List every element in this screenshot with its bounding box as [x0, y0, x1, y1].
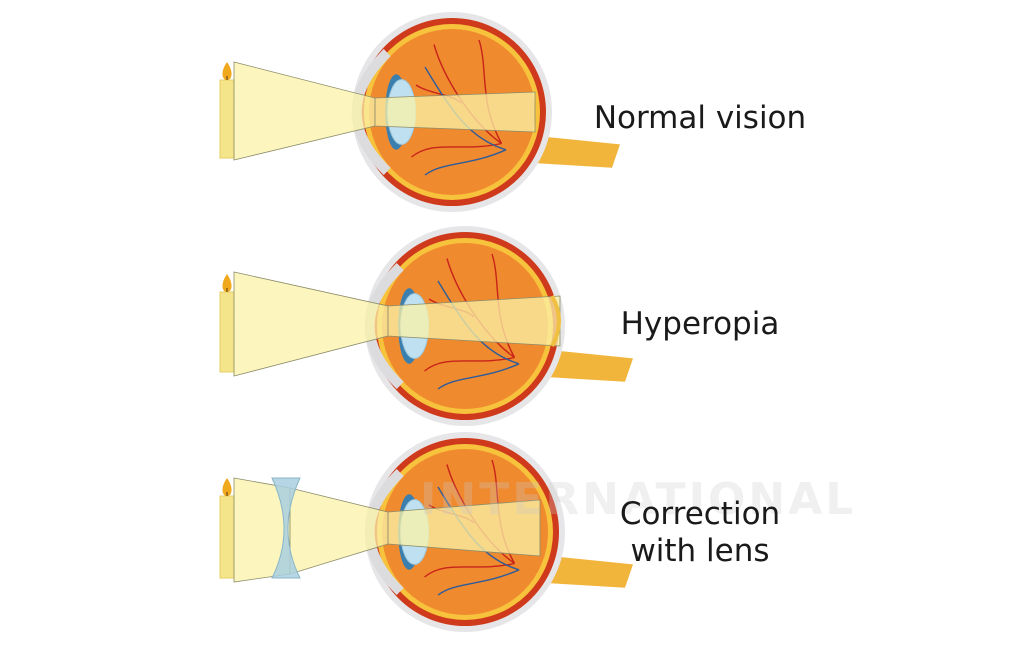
- row-normal-vision: [220, 12, 620, 212]
- row-correction: [220, 432, 633, 632]
- correction-candle: [220, 496, 234, 578]
- row-hyperopia: [220, 226, 633, 426]
- normal-cone-out-light-cone: [375, 92, 535, 132]
- label-hyperopia: Hyperopia: [580, 306, 820, 343]
- normal-candle: [220, 80, 234, 158]
- label-correction-line1: Correction: [580, 496, 820, 533]
- normal-cone-in-light-cone: [234, 62, 375, 160]
- hyperopia-cone-in-light-cone: [234, 272, 388, 376]
- label-normal-vision: Normal vision: [580, 100, 820, 137]
- hyperopia-candle: [220, 292, 234, 372]
- label-correction-line2: with lens: [580, 533, 820, 570]
